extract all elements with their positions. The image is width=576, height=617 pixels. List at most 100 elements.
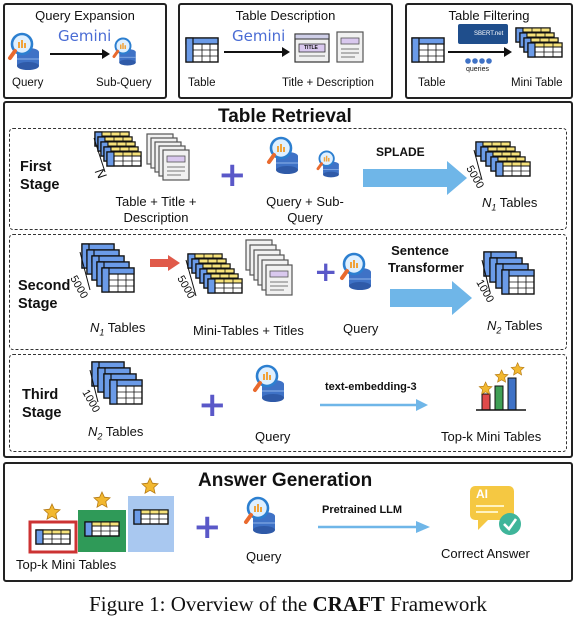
caption-name: CRAFT — [312, 592, 385, 616]
first-stage-input2: Query + Sub- Query — [250, 194, 360, 226]
sub-query-icon — [316, 150, 341, 179]
first-stage-input1: Table + Title + Description — [96, 194, 216, 226]
second-stage-output-sub: 2 — [496, 325, 502, 336]
second-stage-output-var: N — [487, 318, 497, 333]
second-stage-method-line2: Transformer — [388, 260, 464, 275]
answer-output: Correct Answer — [441, 546, 530, 561]
first-stage-input1-line1: Table + Title + — [115, 194, 197, 209]
first-stage-arrow — [363, 161, 467, 195]
mini-table-stack-icon — [515, 27, 563, 58]
filtering-arrow — [448, 47, 512, 57]
gemini-logo: Gemini — [232, 27, 286, 45]
expansion-arrow — [50, 49, 110, 59]
query-expansion-output: Sub-Query — [96, 77, 152, 89]
answer-generation-title: Answer Generation — [198, 470, 373, 491]
second-stage-method-line1: Sentence — [391, 243, 449, 258]
second-stage-output-text: Tables — [504, 318, 543, 333]
third-stage-input: N2 Tables — [88, 425, 143, 442]
first-stage-input2-line2: Query — [287, 210, 323, 225]
second-stage-box — [9, 234, 567, 350]
table-filtering-output: Mini Table — [511, 77, 563, 89]
first-stage-label-line2: Stage — [20, 177, 60, 193]
first-stage-output-var: N — [482, 195, 492, 210]
third-stage-input-sub: 2 — [97, 431, 103, 442]
gemini-logo: Gemini — [58, 27, 112, 45]
third-stage-input-var: N — [88, 424, 98, 439]
figure-caption: Figure 1: Overview of the CRAFT Framewor… — [0, 592, 576, 617]
third-stage-label-line1: Third — [22, 387, 59, 403]
sbert-badge — [458, 24, 508, 44]
third-stage-label-line2: Stage — [22, 405, 62, 421]
answer-method: Pretrained LLM — [322, 504, 403, 516]
second-stage-query: Query — [343, 321, 379, 336]
first-stage-label: First Stage — [20, 158, 60, 194]
third-stage-query: Query — [255, 429, 291, 444]
caption-prefix: Figure 1: Overview of the — [89, 592, 313, 616]
corpus-stack-icon — [93, 131, 190, 181]
second-stage-output-stack — [481, 251, 535, 295]
first-stage-output-sub: 1 — [491, 202, 497, 213]
table-filtering-input: Table — [418, 77, 446, 89]
first-stage-input2-line1: Query + Sub- — [266, 194, 344, 209]
sbert-label: SBERT.net — [474, 31, 504, 37]
second-stage-label: Second Stage — [18, 277, 70, 313]
queries-label: queries — [466, 66, 489, 73]
second-stage-input-var: N — [90, 320, 100, 335]
plus-icon: + — [198, 385, 227, 425]
first-stage-input1-line2: Description — [123, 210, 189, 225]
third-stage-label: Third Stage — [22, 386, 62, 422]
plus-icon: + — [193, 507, 222, 547]
description-doc-icon — [336, 31, 364, 63]
query-icon — [253, 364, 286, 404]
third-stage-input-stack — [89, 361, 143, 405]
table-description-input: Table — [188, 77, 216, 89]
third-stage-arrow — [320, 399, 428, 411]
second-stage-label-line2: Stage — [18, 296, 58, 312]
third-stage-box — [9, 354, 567, 452]
queries-icon — [465, 58, 492, 64]
first-stage-box — [9, 128, 567, 230]
second-stage-method: Sentence Transformer — [388, 242, 464, 276]
second-stage-output: N2 Tables — [487, 319, 542, 336]
ai-badge: AI — [476, 487, 488, 501]
first-stage-output-stack — [473, 141, 531, 181]
answer-arrow — [318, 521, 430, 533]
third-stage-input-text: Tables — [105, 424, 144, 439]
table-retrieval-title: Table Retrieval — [218, 106, 352, 127]
plus-icon: + — [218, 155, 247, 195]
first-stage-output-text: Tables — [499, 195, 538, 210]
ai-answer-icon — [470, 486, 521, 535]
third-stage-method: text-embedding-3 — [325, 381, 417, 393]
third-stage-output: Top-k Mini Tables — [441, 429, 542, 444]
second-stage-label-line1: Second — [18, 278, 71, 294]
first-stage-method: SPLADE — [376, 145, 425, 159]
first-stage-label-line1: First — [20, 159, 52, 175]
query-icon — [8, 32, 41, 72]
table-description-title: Table Description — [235, 8, 336, 23]
caption-suffix: Framework — [384, 592, 487, 616]
second-stage-input: N1 Tables — [90, 321, 145, 338]
answer-query: Query — [246, 549, 282, 564]
query-expansion-title: Query Expansion — [35, 8, 135, 23]
answer-input: Top-k Mini Tables — [16, 557, 117, 572]
second-stage-mid-text: Mini-Tables + Titles — [193, 323, 304, 338]
description-arrow — [224, 47, 290, 57]
table-icon — [185, 37, 219, 63]
ranked-mini-tables-icon — [28, 477, 174, 554]
query-icon — [340, 252, 373, 292]
query-icon — [244, 496, 277, 536]
query-expansion-input: Query — [12, 77, 44, 89]
plus-icon: + — [314, 255, 338, 288]
top-k-chart-icon — [476, 362, 526, 411]
table-filtering-title: Table Filtering — [448, 8, 530, 23]
title-tag: TITLE — [304, 45, 318, 51]
second-stage-arrow — [390, 281, 472, 315]
red-arrow — [150, 255, 180, 271]
query-icon — [267, 136, 300, 176]
title-card-icon — [294, 33, 330, 63]
first-stage-output: N1 Tables — [482, 196, 537, 213]
second-stage-input-text: Tables — [107, 320, 146, 335]
table-description-output: Title + Description — [282, 77, 374, 89]
mini-tables-titles-stack — [185, 239, 293, 297]
second-stage-input-sub: 1 — [99, 327, 105, 338]
